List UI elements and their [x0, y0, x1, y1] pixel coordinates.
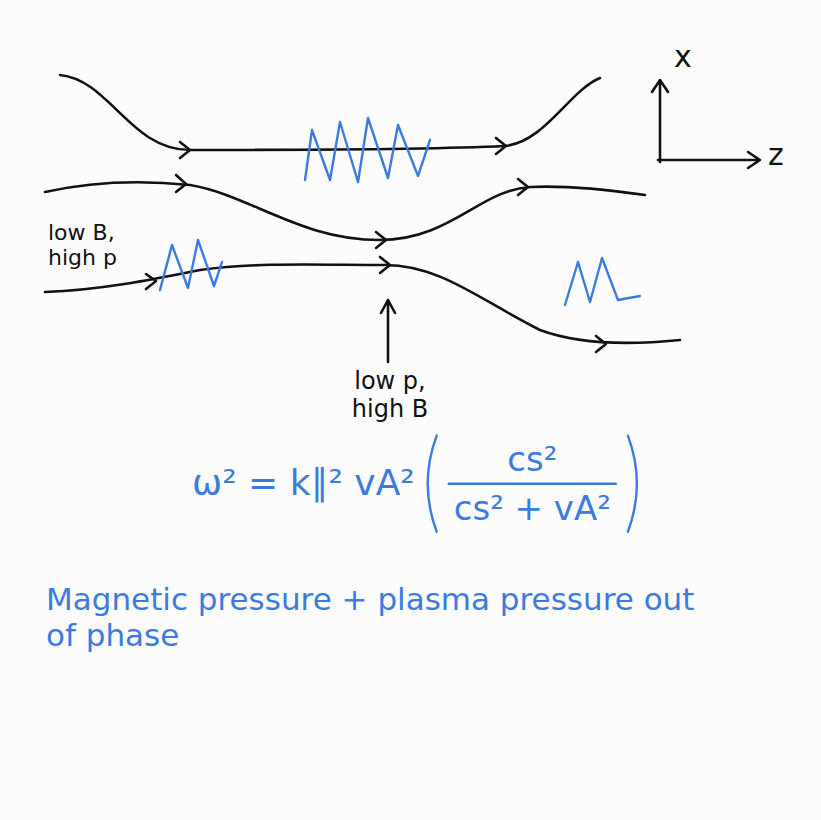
field-arrow: [376, 232, 386, 248]
field-arrow: [496, 138, 506, 154]
field-arrow: [180, 142, 190, 158]
field-arrow: [146, 274, 156, 289]
field-arrow: [518, 179, 528, 195]
equation-term: ω² = k∥² vA²: [190, 462, 417, 503]
leader-arrow: [381, 300, 395, 362]
wave-squiggle: [305, 118, 430, 182]
axis-label: x: [672, 40, 694, 75]
equation-numerator: cs²: [505, 440, 559, 479]
fraction-marks: [428, 436, 637, 532]
fraction-bar: [449, 482, 616, 484]
region-label: low p, high B: [326, 368, 454, 423]
axis-label: z: [766, 138, 786, 173]
field-line: [60, 75, 600, 150]
equation-denominator: cs² + vA²: [452, 489, 613, 528]
parenthesis: [428, 436, 437, 532]
field-line: [45, 264, 680, 343]
field-arrow: [176, 175, 186, 192]
parenthesis: [628, 436, 637, 532]
wave-squiggle: [565, 258, 640, 305]
axis-arrow: [652, 80, 668, 162]
axis-arrow: [658, 152, 760, 168]
note-text: Magnetic pressure + plasma pressure out …: [44, 582, 708, 653]
region-label: low B, high p: [46, 220, 146, 271]
field-arrow: [596, 336, 606, 352]
field-arrow: [380, 257, 390, 273]
wave-squiggle: [160, 240, 222, 290]
